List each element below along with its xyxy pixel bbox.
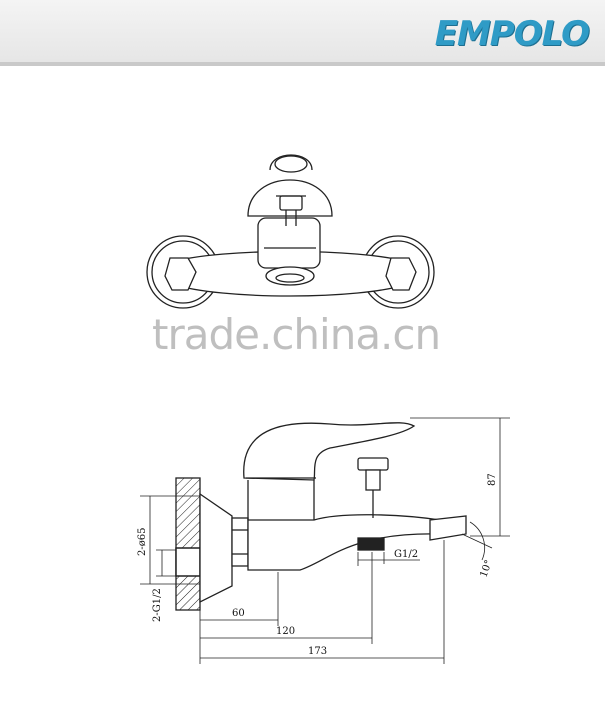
dim-inlet-diameter: 2-ø65 (137, 528, 148, 557)
front-view (146, 154, 435, 309)
dim-total-length: 173 (308, 646, 327, 657)
dim-outlet-offset: 120 (276, 626, 295, 637)
dim-height: 87 (487, 473, 498, 486)
dim-centre-depth: 60 (232, 608, 245, 619)
dim-inlet-thread: 2-G1/2 (152, 588, 163, 622)
dim-outlet-thread: G1/2 (394, 549, 418, 560)
dim-angle: 10° (478, 559, 494, 579)
brand-logo: EMPOLO (434, 14, 590, 54)
header-bar: EMPOLO (0, 0, 605, 66)
watermark: trade.china.cn (152, 310, 441, 359)
dimension-lines (140, 417, 510, 664)
side-view (175, 422, 467, 611)
